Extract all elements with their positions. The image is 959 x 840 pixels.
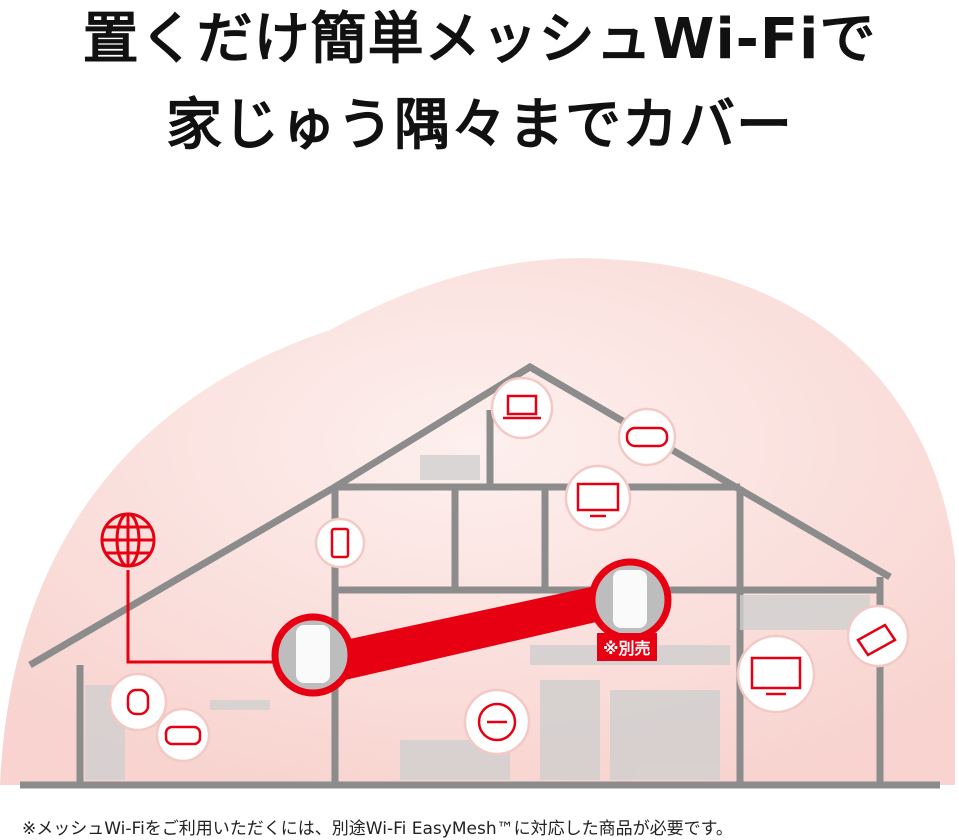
handheld-game-icon: [617, 407, 677, 467]
tv-icon: [736, 634, 816, 714]
monitor-icon: [564, 464, 632, 532]
robot-vacuum-icon: [463, 688, 531, 756]
smart-speaker-icon: [108, 672, 168, 732]
gamepad-icon: [155, 707, 211, 763]
house-outline: [20, 362, 940, 789]
house-illustration: [0, 258, 955, 789]
satellite-router: [588, 558, 672, 642]
smartphone-icon: [314, 517, 366, 569]
headline-line-1: 置くだけ簡単メッシュWi-Fiで: [82, 7, 877, 72]
security-camera-icon: [846, 604, 910, 668]
headline-line-2: 家じゅう隅々までカバー: [166, 93, 793, 158]
mesh-link-band: [345, 585, 605, 680]
laptop-icon: [490, 376, 554, 440]
main-router: [271, 613, 355, 697]
sold-separately-badge: ※別売: [597, 633, 657, 661]
wan-cable: [126, 570, 280, 664]
globe-icon: [100, 512, 156, 568]
footnote: ※メッシュWi-Fiをご利用いただくには、別途Wi-Fi EasyMesh™に対…: [22, 819, 733, 839]
